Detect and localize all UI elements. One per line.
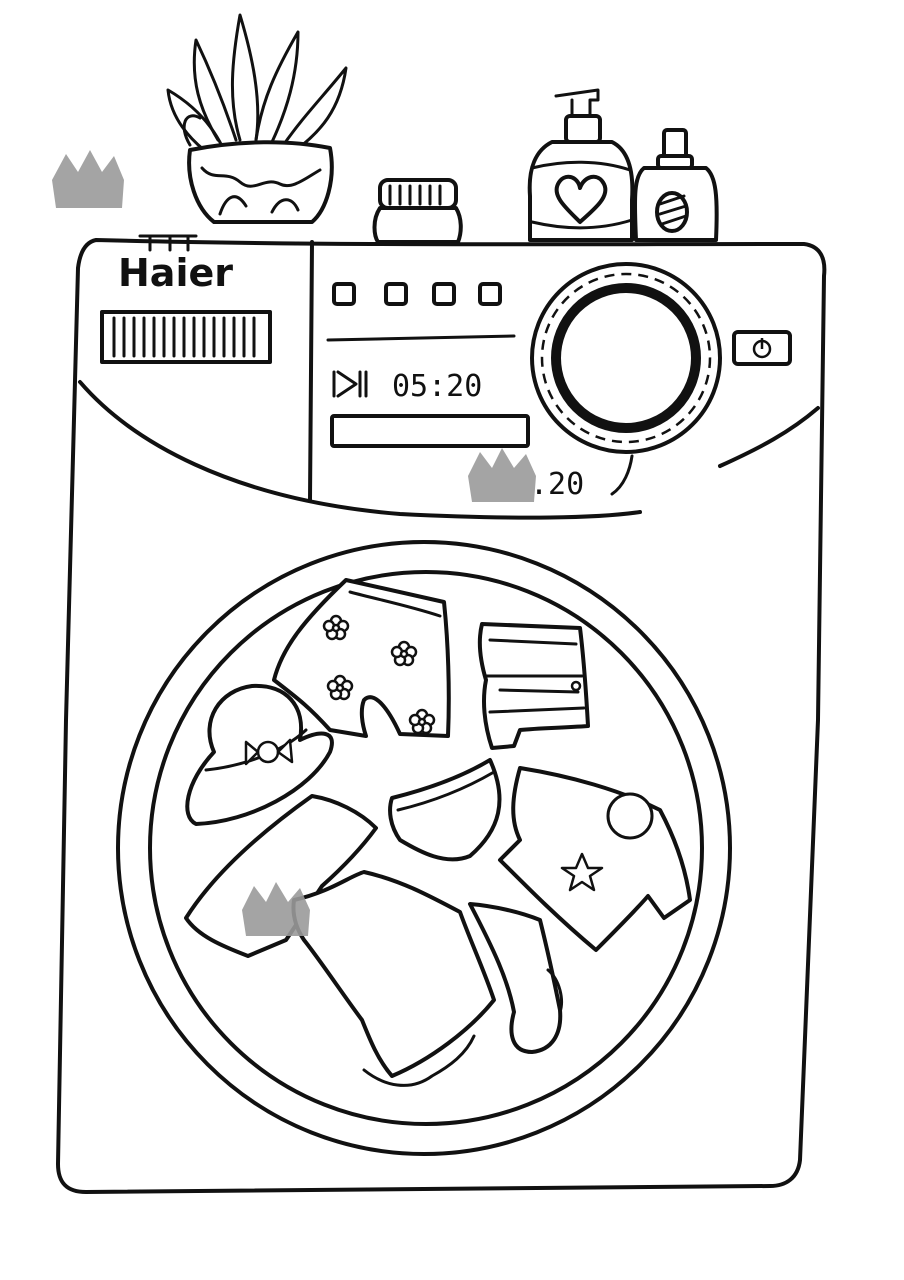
soap-bottle	[527, 88, 635, 242]
sun-hat	[185, 683, 334, 826]
small-jar	[372, 178, 463, 244]
progress-bar	[330, 414, 530, 448]
program-button-1[interactable]	[332, 282, 356, 306]
crown-watermark-icon	[242, 882, 310, 936]
flower-icon	[390, 640, 418, 667]
crown-watermark-icon	[468, 448, 536, 502]
power-icon	[752, 338, 772, 359]
program-button-2[interactable]	[384, 282, 408, 306]
ruffled-dress	[291, 870, 496, 1087]
sock	[468, 902, 563, 1054]
star-tshirt	[498, 766, 692, 952]
heart-icon	[554, 174, 608, 224]
secondary-timer: .20	[530, 467, 584, 502]
program-dial[interactable]	[530, 262, 722, 454]
flowered-shorts	[272, 578, 451, 738]
brand-panel: Haier	[100, 234, 272, 364]
underwear	[388, 758, 502, 862]
potted-plant	[166, 13, 348, 224]
lotion-bottle	[632, 128, 719, 242]
timer-display: 05:20	[392, 369, 482, 404]
detergent-drawer[interactable]	[100, 310, 272, 364]
star-icon	[560, 852, 604, 892]
program-button-4[interactable]	[478, 282, 502, 306]
program-button-3[interactable]	[432, 282, 456, 306]
machine-body	[56, 238, 827, 1194]
folded-shirt	[184, 794, 378, 958]
denim-shorts	[477, 622, 590, 750]
power-button[interactable]	[732, 330, 792, 366]
laundry-contents	[184, 578, 692, 1087]
control-panel: 05:20 .20	[326, 262, 792, 502]
play-pause-icon[interactable]	[332, 370, 368, 398]
flower-icon	[322, 614, 350, 641]
brand-logo: Haier	[118, 251, 233, 295]
crown-watermark-icon	[52, 150, 124, 208]
flower-icon	[326, 674, 354, 701]
flower-icon	[408, 708, 436, 735]
